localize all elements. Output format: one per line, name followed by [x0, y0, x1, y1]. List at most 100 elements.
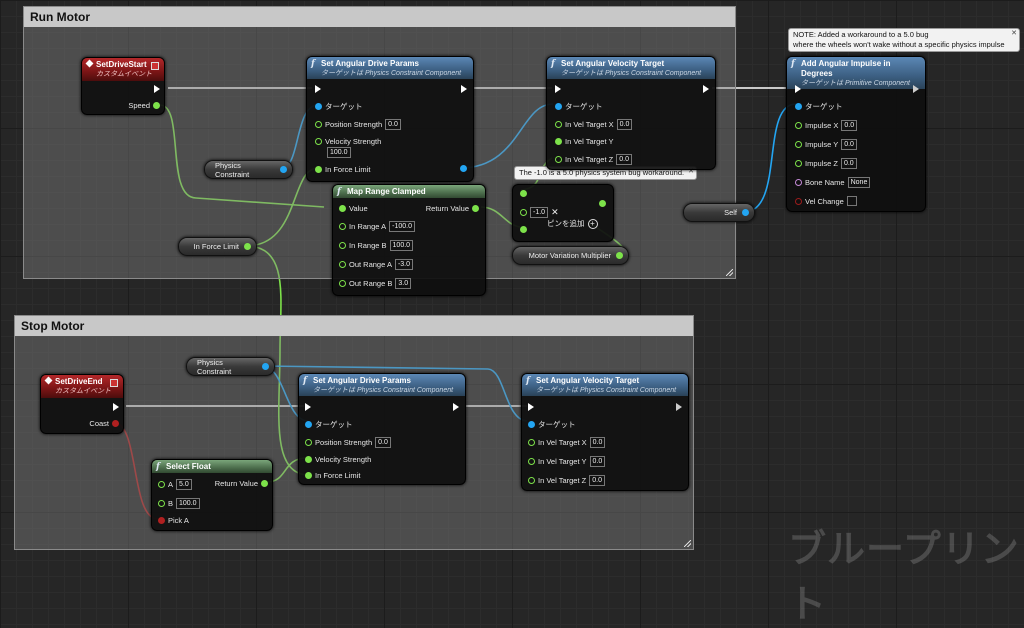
target-pin[interactable] — [555, 103, 562, 110]
exec-out-pin[interactable] — [113, 403, 119, 411]
physics-constraint-getter[interactable]: Physics Constraint — [204, 160, 293, 179]
impulse-note[interactable]: NOTE: Added a workaround to a 5.0 bug wh… — [788, 28, 1020, 52]
getter-out-pin[interactable] — [616, 252, 623, 259]
resize-handle[interactable] — [684, 540, 691, 547]
impulse-z-pin[interactable] — [795, 160, 802, 167]
exec-in-pin[interactable] — [795, 85, 801, 93]
getter-out-pin[interactable] — [262, 363, 269, 370]
velocity-strength-pin[interactable] — [315, 138, 322, 145]
delegate-pin-icon[interactable] — [110, 379, 118, 387]
exec-out-pin[interactable] — [154, 85, 160, 93]
set-angular-drive-params-node-2[interactable]: f Set Angular Drive Params ターゲットは Physic… — [298, 373, 466, 485]
return-value-pin[interactable] — [472, 205, 479, 212]
set-angular-drive-params-node[interactable]: f Set Angular Drive Params ターゲットは Physic… — [306, 56, 474, 182]
multiply-out-pin[interactable] — [599, 200, 606, 207]
velocity-strength-pin[interactable] — [305, 456, 312, 463]
in-range-b-value[interactable]: 100.0 — [389, 240, 414, 251]
value-pin[interactable] — [339, 205, 346, 212]
in-range-a-pin[interactable] — [339, 223, 346, 230]
exec-in-pin[interactable] — [528, 403, 534, 411]
set-angular-velocity-target-node[interactable]: f Set Angular Velocity Target ターゲットは Phy… — [546, 56, 716, 170]
multiply-in-pin-3[interactable] — [520, 226, 527, 233]
coast-pin[interactable] — [112, 420, 119, 427]
set-drive-end-node[interactable]: SetDriveEnd カスタムイベント Coast — [40, 374, 124, 434]
impulse-x-value[interactable]: 0.0 — [841, 120, 858, 131]
set-drive-start-node[interactable]: SetDriveStart カスタムイベント Speed — [81, 57, 165, 115]
vel-target-x-pin[interactable] — [528, 439, 535, 446]
getter-out-pin[interactable] — [280, 166, 287, 173]
vel-target-x-value[interactable]: 0.0 — [589, 437, 606, 448]
exec-out-pin[interactable] — [453, 403, 459, 411]
impulse-y-pin[interactable] — [795, 141, 802, 148]
exec-in-pin[interactable] — [555, 85, 561, 93]
position-strength-value[interactable]: 0.0 — [375, 437, 391, 448]
vel-target-x-value[interactable]: 0.0 — [616, 119, 633, 130]
multiply-in-pin-2[interactable] — [520, 209, 527, 216]
position-strength-value[interactable]: 0.0 — [385, 119, 401, 130]
return-target-pin[interactable] — [460, 165, 467, 172]
vel-target-z-value[interactable]: 0.0 — [589, 475, 605, 486]
vel-target-z-value[interactable]: 0.0 — [616, 154, 632, 165]
exec-out-pin[interactable] — [703, 85, 709, 93]
vel-change-checkbox[interactable] — [846, 196, 857, 206]
vel-target-z-pin[interactable] — [555, 156, 562, 163]
b-pin[interactable] — [158, 500, 165, 507]
in-force-limit-getter[interactable]: In Force Limit — [178, 237, 257, 256]
velocity-strength-value[interactable]: 100.0 — [327, 147, 351, 158]
self-getter[interactable]: Self — [683, 203, 755, 222]
a-pin[interactable] — [158, 481, 165, 488]
multiply-in-pin-1[interactable] — [520, 190, 527, 197]
exec-in-pin[interactable] — [305, 403, 311, 411]
return-value-pin[interactable] — [261, 480, 268, 487]
vel-target-y-pin[interactable] — [555, 138, 562, 145]
exec-in-pin[interactable] — [315, 85, 321, 93]
close-icon[interactable]: ✕ — [688, 168, 694, 175]
add-angular-impulse-node[interactable]: f Add Angular Impulse in Degrees ターゲットは … — [786, 56, 926, 212]
out-range-a-value[interactable]: -3.0 — [394, 259, 414, 270]
position-strength-pin[interactable] — [315, 121, 322, 128]
vel-target-z-pin[interactable] — [528, 477, 535, 484]
target-pin[interactable] — [305, 421, 312, 428]
resize-handle[interactable] — [726, 269, 733, 276]
remove-pin-icon[interactable]: ✕ — [551, 207, 559, 217]
add-pin-icon[interactable]: + — [587, 218, 598, 229]
impulse-x-pin[interactable] — [795, 122, 802, 129]
exec-out-pin[interactable] — [676, 403, 682, 411]
out-range-b-pin[interactable] — [339, 280, 346, 287]
set-angular-velocity-target-node-2[interactable]: f Set Angular Velocity Target ターゲットは Phy… — [521, 373, 689, 491]
vel-target-y-pin[interactable] — [528, 458, 535, 465]
impulse-z-value[interactable]: 0.0 — [840, 158, 857, 169]
map-range-clamped-node[interactable]: f Map Range Clamped Value Return Value I… — [332, 184, 486, 296]
close-icon[interactable]: ✕ — [1011, 30, 1017, 37]
target-pin[interactable] — [795, 103, 802, 110]
getter-out-pin[interactable] — [742, 209, 749, 216]
pick-a-pin[interactable] — [158, 517, 165, 524]
in-range-a-value[interactable]: -100.0 — [389, 221, 415, 232]
vel-target-y-value[interactable]: 0.0 — [589, 456, 606, 467]
physics-constraint-getter-2[interactable]: Physics Constraint — [186, 357, 275, 376]
exec-out-pin[interactable] — [913, 85, 919, 93]
out-range-b-value[interactable]: 3.0 — [395, 278, 412, 289]
b-value[interactable]: 100.0 — [176, 498, 200, 509]
multiply-node[interactable]: -1.0✕ ピンを追加+ — [512, 184, 614, 242]
in-range-b-pin[interactable] — [339, 242, 346, 249]
getter-out-pin[interactable] — [244, 243, 251, 250]
bone-name-pin[interactable] — [795, 179, 802, 186]
out-range-a-pin[interactable] — [339, 261, 346, 268]
position-strength-pin[interactable] — [305, 439, 312, 446]
vel-target-x-pin[interactable] — [555, 121, 562, 128]
impulse-y-value[interactable]: 0.0 — [841, 139, 857, 150]
exec-out-pin[interactable] — [461, 85, 467, 93]
speed-pin[interactable] — [153, 102, 160, 109]
bone-name-value[interactable]: None — [847, 177, 871, 188]
multiply-a-value[interactable]: -1.0 — [530, 207, 549, 218]
add-pin-label[interactable]: ピンを追加 — [547, 219, 585, 228]
vel-change-pin[interactable] — [795, 197, 802, 205]
in-force-limit-pin[interactable] — [305, 472, 312, 479]
motor-variation-multiplier-getter[interactable]: Motor Variation Multiplier — [512, 246, 629, 265]
target-pin[interactable] — [315, 103, 322, 110]
a-value[interactable]: 5.0 — [176, 479, 192, 490]
in-force-limit-pin[interactable] — [315, 166, 322, 173]
target-pin[interactable] — [528, 421, 535, 428]
